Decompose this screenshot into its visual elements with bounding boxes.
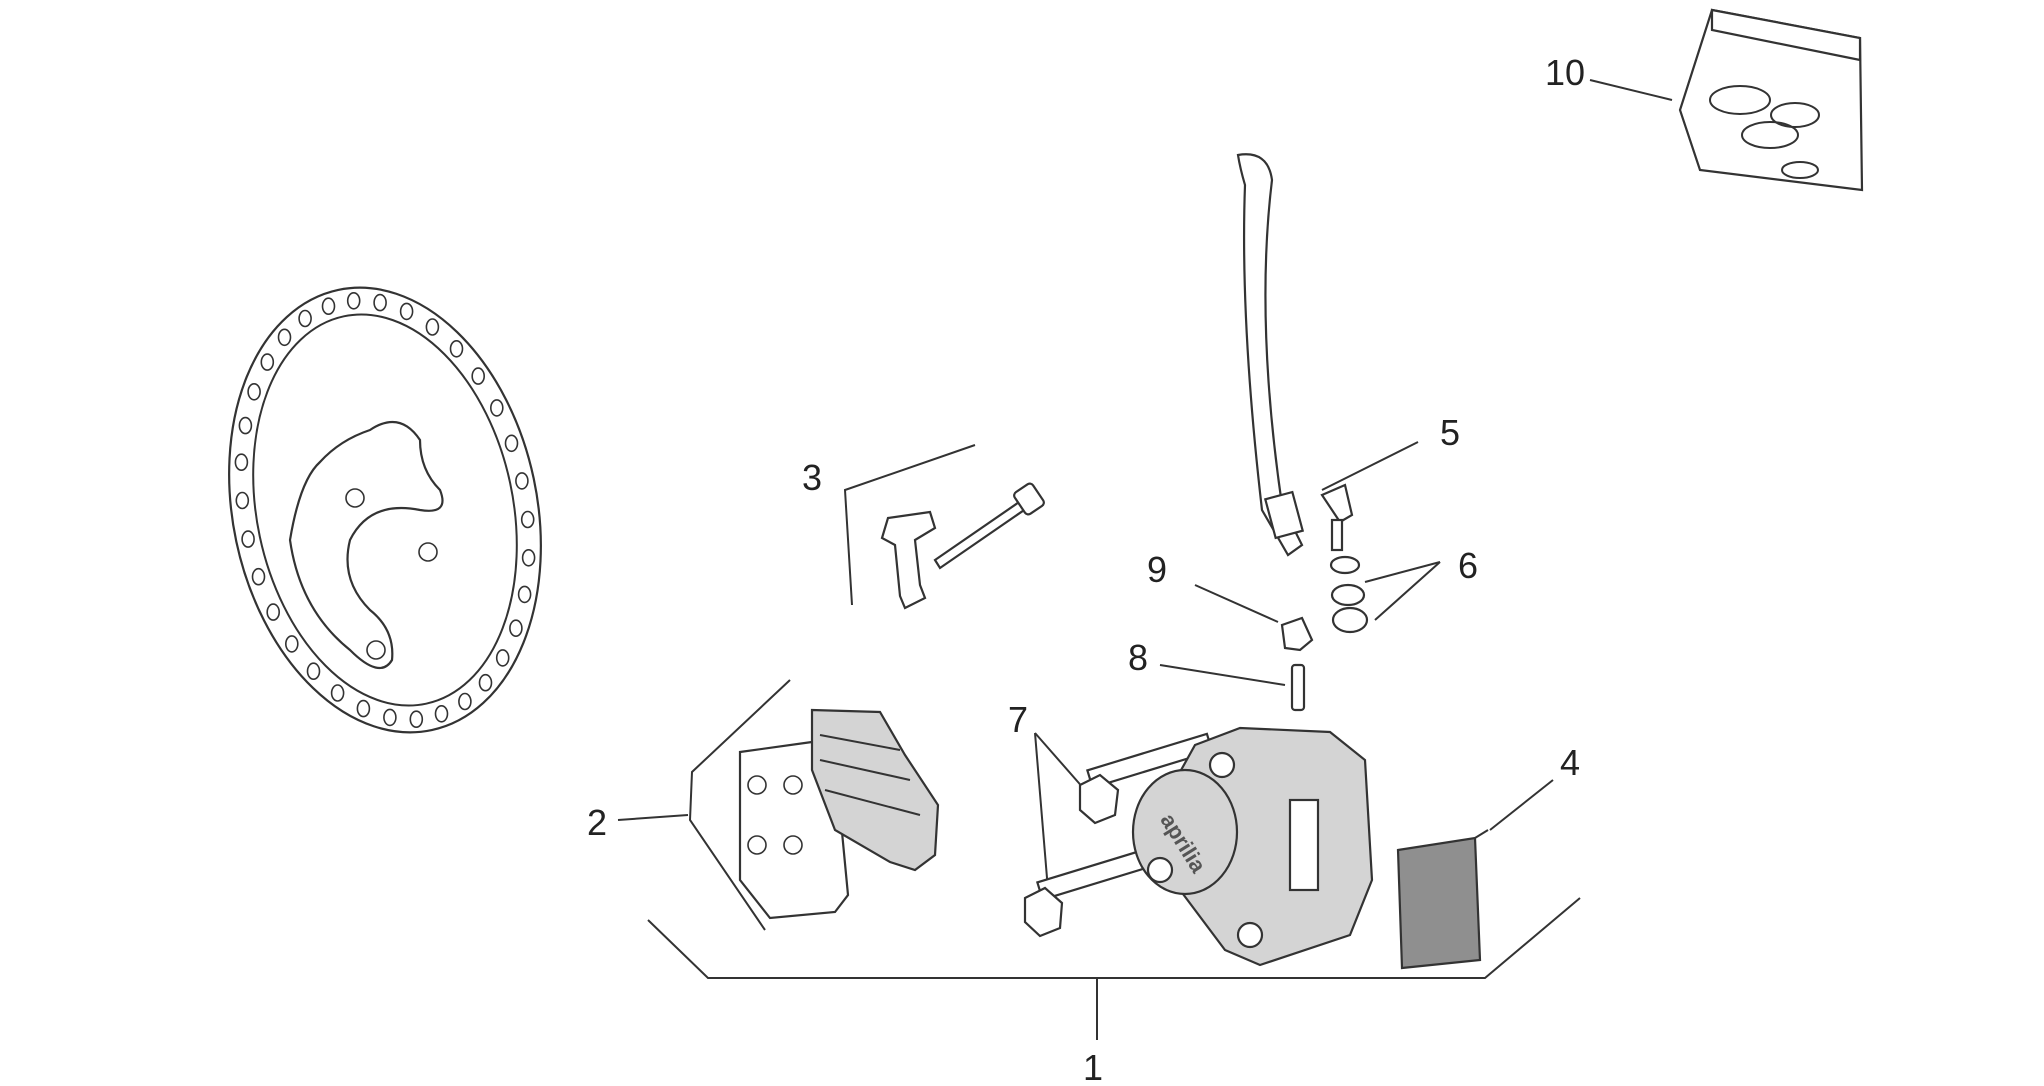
bleeder-screw-and-cap	[1280, 616, 1314, 712]
disc-vent-hole	[521, 548, 536, 567]
callout-8: 8	[1128, 637, 1148, 678]
disc-vent-hole	[504, 434, 519, 453]
callout-5: 5	[1440, 412, 1460, 453]
disc-vent-hole	[517, 585, 532, 604]
callout-4: 4	[1560, 742, 1580, 783]
disc-vent-hole	[495, 649, 510, 667]
callout-7: 7	[1008, 699, 1028, 740]
disc-vent-hole	[346, 291, 361, 310]
disc-vent-hole	[356, 699, 371, 718]
disc-vent-hole	[458, 692, 472, 711]
disc-vent-hole	[434, 704, 449, 723]
disc-vent-hole	[284, 635, 299, 653]
disc-vent-hole	[478, 673, 493, 692]
kit-bracket	[647, 897, 1581, 1040]
callout-3: 3	[802, 457, 822, 498]
seal-kit-packet	[1678, 8, 1864, 192]
disc-vent-hole	[241, 530, 255, 548]
disc-vent-hole	[260, 353, 275, 371]
disc-vent-hole	[471, 367, 486, 385]
disc-vent-hole	[298, 309, 312, 328]
disc-vent-hole	[306, 662, 321, 681]
callout-labels: 1 2 3 4 5 6 7 8 9 10	[587, 52, 1585, 1086]
disc-vent-hole	[383, 708, 397, 727]
disc-vent-hole	[373, 293, 387, 312]
disc-vent-hole	[489, 399, 504, 417]
leader-lines	[617, 79, 1673, 831]
disc-vent-hole	[520, 510, 535, 529]
callout-1: 1	[1083, 1047, 1103, 1081]
disc-vent-hole	[247, 382, 261, 401]
brake-hose-assembly	[1236, 153, 1369, 634]
disc-vent-hole	[515, 472, 529, 490]
disc-vent-hole	[509, 619, 523, 638]
caliper-shim	[1396, 829, 1489, 970]
disc-vent-hole	[409, 710, 424, 729]
brake-disc	[228, 286, 542, 734]
disc-vent-hole	[425, 318, 440, 336]
disc-vent-hole	[399, 302, 414, 321]
disc-vent-hole	[330, 684, 345, 702]
brake-pads	[688, 679, 940, 931]
callout-9: 9	[1147, 549, 1167, 590]
disc-vent-hole	[449, 339, 464, 358]
disc-vent-hole	[266, 603, 281, 621]
disc-vent-hole	[277, 328, 292, 347]
callout-10: 10	[1545, 52, 1585, 93]
disc-vent-hole	[321, 297, 336, 316]
brake-caliper: aprilia	[1131, 726, 1374, 967]
disc-vent-hole	[234, 453, 249, 472]
disc-vent-hole	[238, 416, 253, 435]
callout-6: 6	[1458, 545, 1478, 586]
callout-2: 2	[587, 802, 607, 843]
disc-vent-hole	[235, 491, 250, 510]
disc-vent-hole	[251, 567, 266, 586]
pad-spring-and-pin	[843, 444, 1045, 610]
